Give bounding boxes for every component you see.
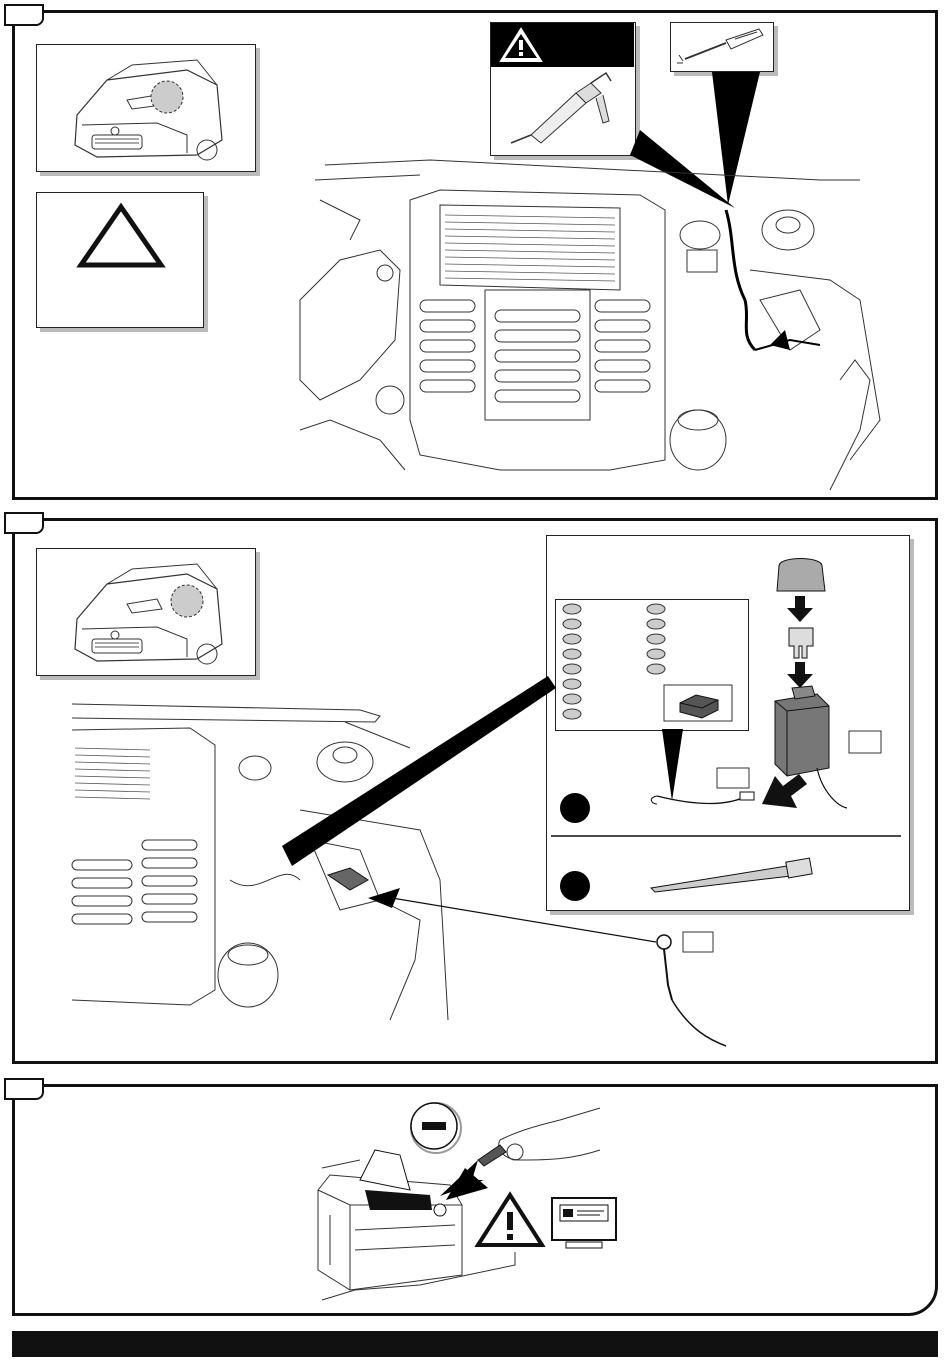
car-front-illustration <box>37 45 257 173</box>
fuse-holder <box>775 694 829 776</box>
caution-box <box>36 192 204 328</box>
step-1-tab <box>4 4 44 26</box>
fuse-blade <box>789 628 813 658</box>
footer-bar <box>12 1331 938 1357</box>
cable-tie <box>651 864 803 892</box>
step-2-tab <box>4 512 44 534</box>
fuse-cap <box>777 559 825 592</box>
step-marker-1 <box>560 793 590 823</box>
screwdriver-icon <box>671 23 775 73</box>
step-3-panel <box>12 1084 938 1316</box>
step-marker-2 <box>560 871 590 901</box>
sealant-warning-box <box>490 22 636 156</box>
screwdriver-tool-box <box>670 22 774 72</box>
step-3-tab <box>4 1078 44 1100</box>
sealant-gun-icon <box>491 23 637 157</box>
car-location-thumbnail <box>36 44 256 172</box>
car-front-illustration <box>37 549 257 677</box>
car-location-thumbnail <box>36 548 256 676</box>
warning-triangle-icon <box>81 207 161 265</box>
fuse-detail-box <box>546 535 910 911</box>
